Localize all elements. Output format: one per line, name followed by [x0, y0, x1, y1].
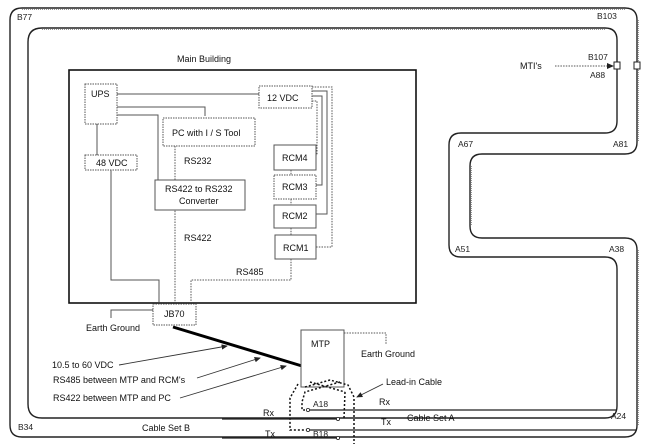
vdc48-box: [84, 154, 138, 171]
rx-right-label: Rx: [379, 397, 390, 407]
vdc48-label: 48 VDC: [96, 158, 128, 168]
terminal-b18: [305, 427, 310, 432]
mtp-label: MTP: [311, 339, 330, 349]
terminal-a18: [305, 407, 310, 412]
marker-a67: A67: [458, 139, 473, 149]
cable-set-b-shadow: [22, 9, 639, 425]
cable-set-b-loop: [9, 7, 638, 438]
rs422-label: RS422: [184, 233, 212, 243]
terminal-tx-b: [335, 435, 340, 440]
lead-in-cross: [301, 381, 346, 411]
jb70-box: [152, 303, 197, 326]
tx-right-label: Tx: [381, 417, 391, 427]
rcm2-box: [273, 204, 317, 229]
rs232-label: RS232: [184, 156, 212, 166]
marker-b34: B34: [18, 422, 33, 432]
wire-48vdc-jb70: [110, 169, 160, 302]
marker-a38: A38: [609, 244, 624, 254]
terminal-b103: [633, 61, 641, 70]
wire-mtp-ground: [344, 332, 387, 345]
arrow-lead-in: [356, 383, 384, 398]
marker-a81: A81: [613, 139, 628, 149]
rcm2-label: RCM2: [282, 211, 308, 221]
rs422-between-label: RS422 between MTP and PC: [53, 393, 171, 403]
terminal-rx-b: [335, 416, 340, 421]
marker-a24: A24: [611, 411, 626, 421]
vdc-range-label: 10.5 to 60 VDC: [52, 360, 114, 370]
converter-box: [154, 179, 246, 211]
cable-set-a-loop: [27, 27, 618, 419]
mtis-label: MTI's: [520, 61, 542, 71]
rcm3-box: [273, 174, 317, 200]
wire-ups-converter: [117, 114, 159, 180]
rcm4-box: [273, 144, 317, 171]
wire-12vdc-rcm3: [312, 95, 323, 186]
earth-ground-jb70-label: Earth Ground: [86, 323, 140, 333]
rcm3-label: RCM3: [282, 182, 308, 192]
pc-box: [162, 117, 256, 147]
arrow-vdc: [118, 344, 228, 366]
marker-b77: B77: [17, 12, 32, 22]
jb70-label: JB70: [164, 309, 185, 319]
cable-set-b-label: Cable Set B: [142, 423, 190, 433]
lead-in-cable-label: Lead-in Cable: [386, 377, 442, 387]
main-building-title: Main Building: [177, 54, 231, 64]
marker-b103: B103: [597, 11, 617, 21]
marker-a51: A51: [455, 244, 470, 254]
rcm1-label: RCM1: [283, 243, 309, 253]
rcm1-box: [274, 234, 317, 260]
earth-ground-mtp-label: Earth Ground: [361, 349, 415, 359]
ups-label: UPS: [91, 89, 110, 99]
converter-label-line2: Converter: [179, 196, 219, 206]
wire-12vdc-rcm1: [312, 86, 333, 248]
cable-set-a-shadow: [42, 29, 605, 226]
marker-a18: A18: [313, 399, 328, 409]
wire-rcm1-jb70: [190, 259, 292, 302]
rs485-between-label: RS485 between MTP and RCM's: [53, 375, 186, 385]
vdc12-box: [258, 85, 313, 109]
marker-b107: B107: [588, 52, 608, 62]
converter-label-line1: RS422 to RS232: [165, 184, 233, 194]
arrow-rs485: [196, 357, 261, 379]
terminal-b107: [613, 61, 621, 70]
lead-in-inner-right: [343, 391, 346, 419]
vdc12-label: 12 VDC: [267, 93, 299, 103]
wire-jb70-ground: [110, 309, 153, 318]
lead-in-outer-right: [304, 379, 355, 444]
main-cable: [172, 325, 303, 368]
pc-label: PC with I / S Tool: [172, 128, 240, 138]
main-building-box: [68, 69, 417, 304]
cable-set-a-label: Cable Set A: [407, 413, 455, 423]
arrow-rs422: [179, 364, 287, 399]
marker-a88: A88: [590, 70, 605, 80]
rs485-label: RS485: [236, 267, 264, 277]
wire-12vdc-rcm2: [312, 90, 328, 215]
mtp-box: [300, 329, 345, 388]
rcm4-label: RCM4: [282, 153, 308, 163]
lead-in-outer-left: [289, 383, 308, 431]
wire-ups-pc: [117, 106, 206, 116]
ups-box: [84, 83, 118, 125]
marker-b18: B18: [313, 429, 328, 439]
tx-left-label: Tx: [265, 429, 275, 439]
rx-left-label: Rx: [263, 408, 274, 418]
